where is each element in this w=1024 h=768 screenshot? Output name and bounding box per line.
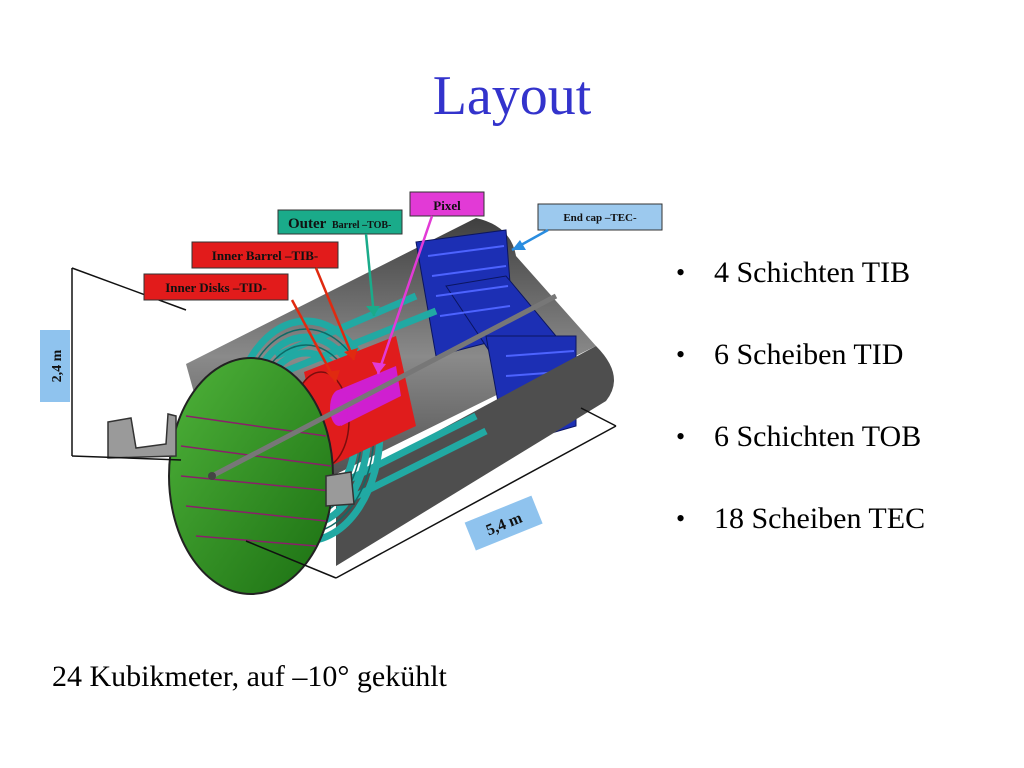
bullet-list: • 4 Schichten TIB • 6 Scheiben TID • 6 Schi… [672,256,1024,584]
tec-label: End cap –TEC- [563,212,637,224]
pixel-label: Pixel [433,198,461,213]
bullet-text: 4 Schichten TIB [714,256,911,289]
tib-label: Inner Barrel –TIB- [212,248,318,263]
tracker-layout-figure: Pixel End cap –TEC- Outer Barrel –TOB- I… [36,186,666,614]
front-endcap-green [168,357,334,595]
outer-shell-bottom [336,346,614,566]
tob-label-small: Barrel –TOB- [332,220,391,231]
bullet-dot: • [676,504,686,533]
slide-title: Layout [432,65,592,127]
bullet-item: • 4 Schichten TIB [672,256,1024,338]
support-bracket-right [325,471,355,507]
beam-pipe [210,293,558,479]
tracker-diagram: Pixel End cap –TEC- Outer Barrel –TOB- I… [40,191,663,595]
support-bracket-left [107,413,177,459]
footer-note: 24 Kubikmeter, auf –10° gekühlt [52,660,447,693]
diameter-label: 2,4 m [50,349,65,382]
bullet-dot: • [676,258,686,287]
bullet-text: 6 Scheiben TID [714,338,904,371]
tob-label-large: Outer [288,216,327,232]
bullet-text: 18 Scheiben TEC [714,502,926,535]
bullet-text: 6 Schichten TOB [714,420,922,453]
bullet-dot: • [676,422,686,451]
bullet-item: • 6 Scheiben TID [672,338,1024,420]
bullet-item: • 18 Scheiben TEC [672,502,1024,584]
bullet-dot: • [676,340,686,369]
bullet-item: • 6 Schichten TOB [672,420,1024,502]
tid-label: Inner Disks –TID- [165,280,267,295]
